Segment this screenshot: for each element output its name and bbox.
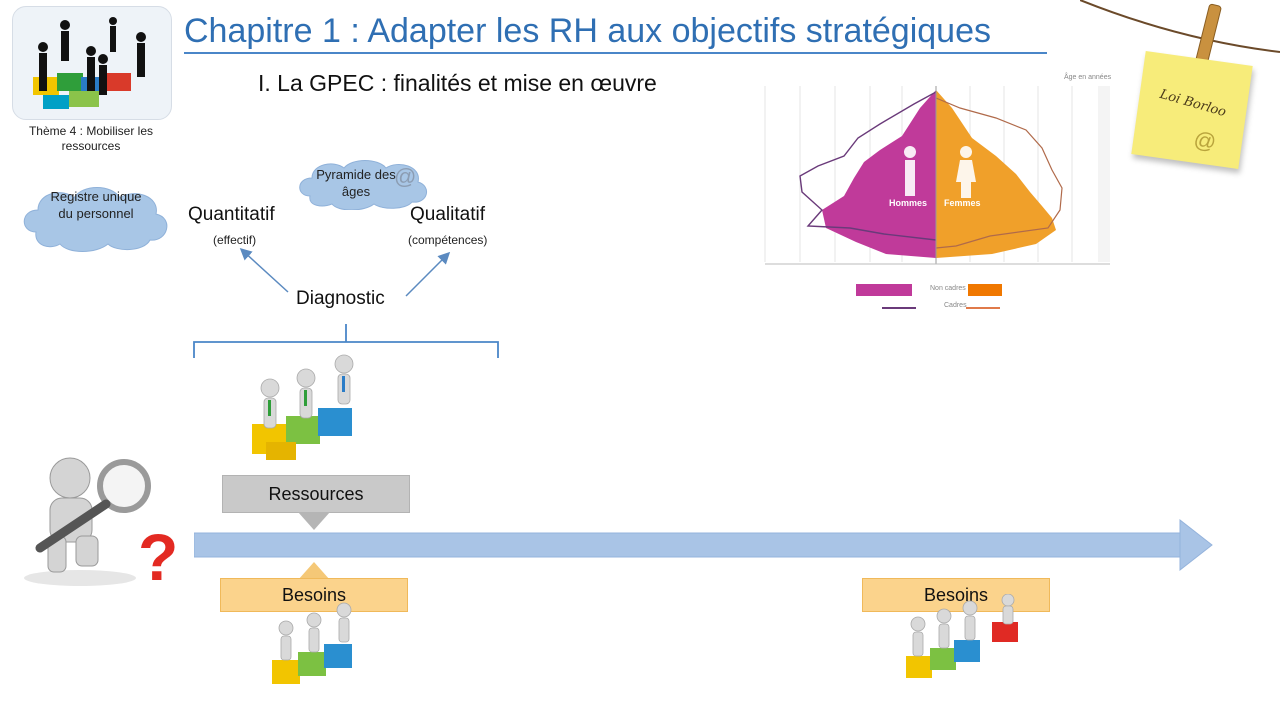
clothesline xyxy=(1080,0,1280,53)
label-diagnostic: Diagnostic xyxy=(296,288,385,309)
cloud-at-icon: @ xyxy=(394,164,417,189)
label-qualitatif: Qualitatif xyxy=(410,204,485,225)
besoins-up-arrow xyxy=(298,562,330,580)
cloud-pyramide xyxy=(299,160,427,210)
slide-title: Chapitre 1 : Adapter les RH aux objectif… xyxy=(184,12,991,50)
theme-caption: Thème 4 : Mobiliser les ressources xyxy=(28,124,154,153)
timeline-arrow xyxy=(194,518,1213,572)
label-competences: (compétences) xyxy=(408,233,488,247)
cloud-registre xyxy=(23,187,168,252)
pyramid-men-label: Hommes xyxy=(889,198,928,208)
magnifier-person-icon xyxy=(24,457,151,586)
label-effectif: (effectif) xyxy=(213,233,257,247)
team-puzzle-icon xyxy=(252,354,354,460)
people-puzzle-icon xyxy=(33,17,146,109)
besoins-box-right: Besoins xyxy=(862,578,1050,612)
ressources-box: Ressources xyxy=(222,475,410,513)
team-puzzle-small-icon xyxy=(272,602,352,684)
title-underline xyxy=(184,52,1047,54)
label-quantitatif: Quantitatif xyxy=(188,204,275,225)
question-mark-icon: ? xyxy=(138,520,179,594)
diagnostic-connectors xyxy=(193,247,499,358)
postit-text: Loi Borloo xyxy=(1158,86,1228,121)
pyramid-legend-non-cadres: Non cadres xyxy=(930,285,966,292)
theme-illustration xyxy=(12,6,172,120)
pyramid-legend-cadres: Cadres xyxy=(944,302,967,309)
team-puzzle-red-icon xyxy=(906,594,1018,678)
slide-subtitle: I. La GPEC : finalités et mise en œuvre xyxy=(258,70,657,96)
pyramid-women-label: Femmes xyxy=(944,198,981,208)
pyramid-age-label: Âge en années xyxy=(1064,74,1112,81)
ressources-down-arrow xyxy=(298,512,330,530)
postit-at-icon: @ xyxy=(1192,126,1218,155)
postit-note: Loi Borloo @ xyxy=(1131,50,1253,170)
besoins-box-left: Besoins xyxy=(220,578,408,612)
age-pyramid-chart xyxy=(760,78,1120,316)
cloud-registre-text: Registre unique du personnel xyxy=(50,189,142,221)
cloud-pyramide-text: Pyramide des âges xyxy=(316,167,396,199)
